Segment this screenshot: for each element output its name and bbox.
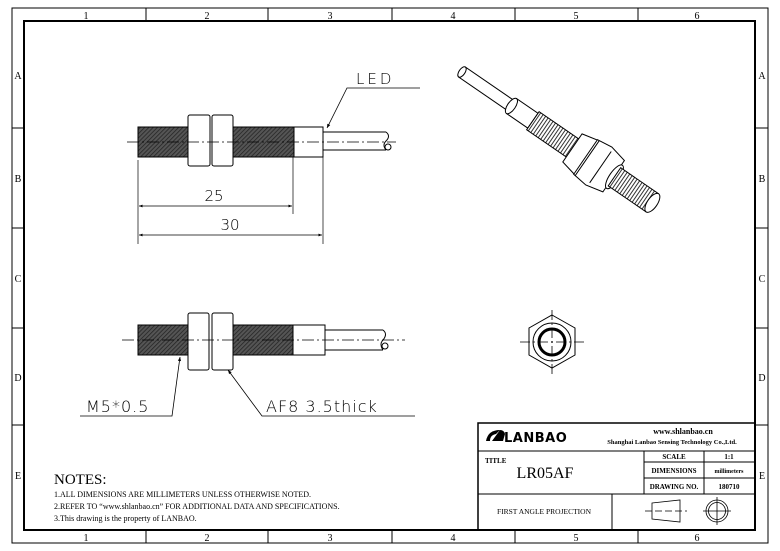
column-label: 6 bbox=[695, 11, 700, 22]
led-label: LED bbox=[356, 70, 394, 88]
column-label: 2 bbox=[205, 11, 210, 22]
scale-value: 1:1 bbox=[724, 453, 734, 461]
sensor-front-view bbox=[520, 310, 584, 374]
note-item: 1.ALL DIMENSIONS ARE MILLIMETERS UNLESS … bbox=[54, 490, 311, 499]
column-label: 1 bbox=[84, 533, 89, 544]
website-text: www.shlanbao.cn bbox=[653, 427, 713, 436]
column-label: 5 bbox=[574, 11, 579, 22]
dimension-30: 30 bbox=[220, 216, 239, 234]
row-label: C bbox=[759, 274, 766, 285]
column-label: 3 bbox=[328, 533, 333, 544]
projection-label: FIRST ANGLE PROJECTION bbox=[497, 507, 592, 516]
column-label: 3 bbox=[328, 11, 333, 22]
row-label: A bbox=[758, 71, 766, 82]
column-label: 4 bbox=[451, 11, 456, 22]
dimensions-value: millimeters bbox=[715, 469, 745, 475]
notes-heading: NOTES: bbox=[54, 472, 107, 488]
column-label: 2 bbox=[205, 533, 210, 544]
column-label: 1 bbox=[84, 11, 89, 22]
row-label: B bbox=[759, 174, 766, 185]
column-label: 6 bbox=[695, 533, 700, 544]
sensor-bottom-view bbox=[80, 312, 415, 417]
drawing-no-label: DRAWING NO. bbox=[650, 483, 699, 491]
company-name: Shanghai Lanbao Sensing Technology Co.,L… bbox=[607, 439, 737, 446]
dimension-25: 25 bbox=[204, 187, 223, 205]
drawing-title: LR05AF bbox=[517, 465, 574, 482]
row-label: E bbox=[759, 471, 765, 482]
dimensions-label: DIMENSIONS bbox=[651, 467, 696, 475]
title-label: TITLE bbox=[485, 457, 507, 465]
title-block bbox=[477, 422, 756, 531]
row-label: D bbox=[758, 373, 765, 384]
row-label: D bbox=[14, 373, 21, 384]
note-item: 3.This drawing is the property of LANBAO… bbox=[54, 514, 197, 523]
row-label: B bbox=[15, 174, 22, 185]
first-angle-projection-icon bbox=[645, 497, 731, 525]
nut-spec-label: AF8 3.5thick bbox=[266, 397, 378, 416]
row-label: E bbox=[15, 471, 21, 482]
thread-spec-label: M5*0.5 bbox=[86, 397, 149, 416]
scale-label: SCALE bbox=[662, 453, 686, 461]
row-label: C bbox=[15, 274, 22, 285]
column-label: 4 bbox=[451, 533, 456, 544]
sensor-isometric-view bbox=[457, 66, 661, 213]
column-label: 5 bbox=[574, 533, 579, 544]
row-label: A bbox=[14, 71, 22, 82]
drawing-frame bbox=[11, 7, 769, 544]
sensor-side-view bbox=[127, 87, 420, 244]
lanbao-logo: LANBAO bbox=[486, 430, 567, 446]
drawing-no-value: 180710 bbox=[719, 483, 741, 491]
note-item: 2.REFER TO “www.shlanbao.cn” FOR ADDITIO… bbox=[54, 502, 340, 511]
logo-text: LANBAO bbox=[504, 431, 567, 446]
